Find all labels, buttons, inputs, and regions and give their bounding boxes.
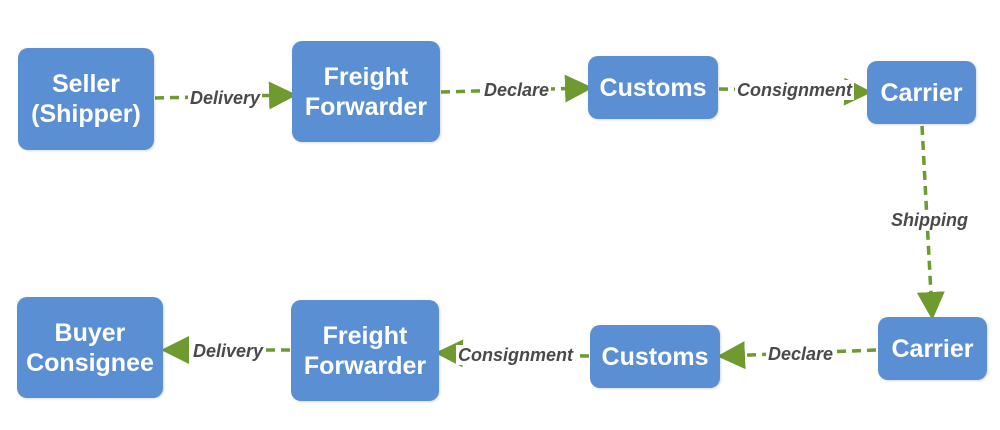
edge-label-declare-top: Declare — [482, 80, 552, 100]
node-forwarder-top-line1: Freight — [323, 62, 409, 91]
node-seller-shipper: Seller (Shipper) — [18, 48, 154, 150]
node-forwarder-bottom-line1: Freight — [322, 321, 408, 350]
node-customs-top: Customs — [588, 56, 718, 119]
node-buyer-line1: Buyer — [54, 318, 126, 347]
node-freight-forwarder-bottom: Freight Forwarder — [291, 300, 439, 401]
edge-label-consignment-bottom: Consignment — [456, 345, 575, 365]
edge-label-delivery-top: Delivery — [188, 88, 263, 108]
node-carrier-top: Carrier — [867, 61, 976, 124]
node-seller-line2: (Shipper) — [31, 100, 141, 128]
node-seller-line1: Seller — [51, 70, 121, 98]
node-buyer-line2: Consignee — [26, 348, 154, 377]
node-customs-top-label: Customs — [599, 73, 707, 102]
edge-label-shipping: Shipping — [889, 210, 970, 230]
arrow-forwarder-to-customs — [440, 74, 593, 103]
node-customs-bottom-label: Customs — [601, 342, 709, 371]
node-forwarder-top-line2: Forwarder — [304, 92, 428, 121]
edge-label-delivery-bottom: Delivery — [191, 341, 266, 361]
node-buyer-consignee: Buyer Consignee — [17, 297, 163, 398]
node-carrier-bottom: Carrier — [878, 317, 987, 380]
node-carrier-top-label: Carrier — [880, 78, 963, 107]
node-forwarder-bottom-line2: Forwarder — [303, 351, 427, 380]
edge-label-consignment-top: Consignment — [735, 80, 854, 100]
node-freight-forwarder-top: Freight Forwarder — [292, 41, 440, 142]
edge-label-declare-bottom: Declare — [766, 344, 836, 364]
node-carrier-bottom-label: Carrier — [891, 334, 974, 363]
node-customs-bottom: Customs — [590, 325, 720, 388]
